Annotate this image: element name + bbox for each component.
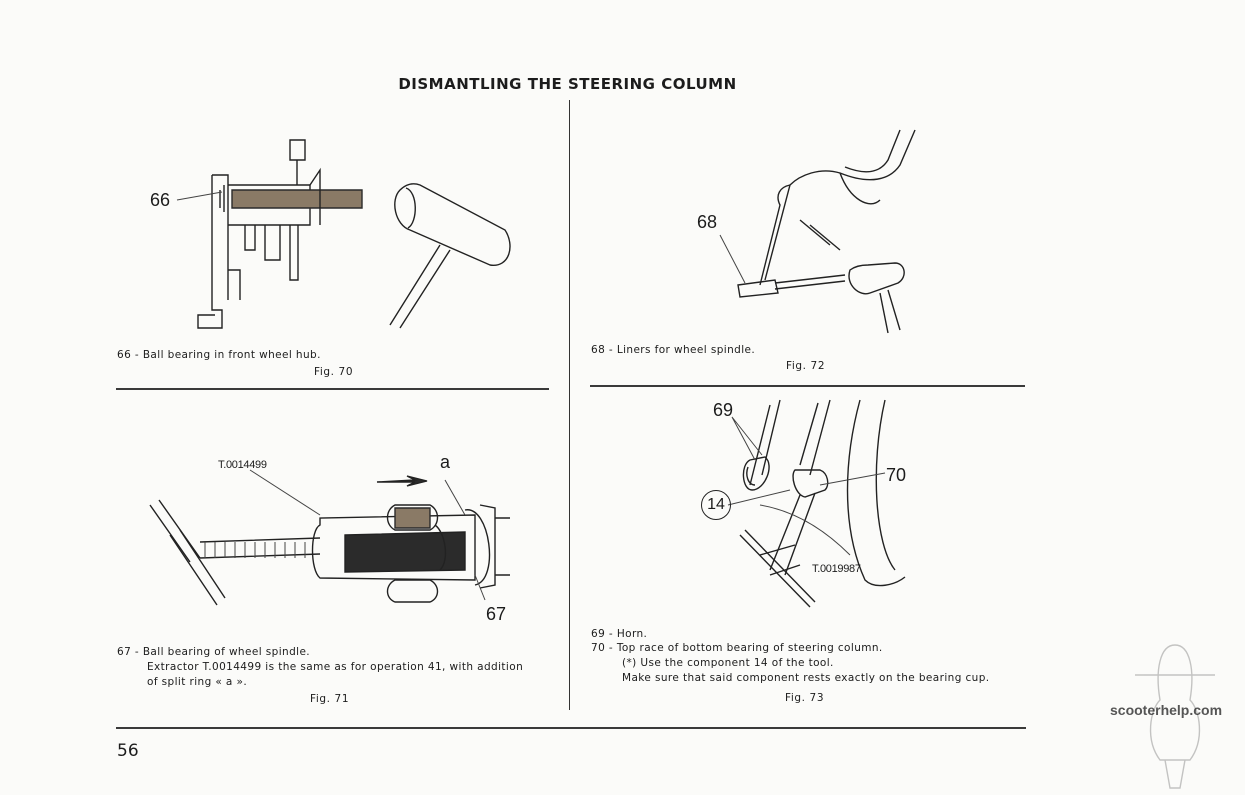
fig72-illustration (719, 129, 916, 334)
fig70-label: Fig. 70 (314, 366, 354, 378)
fig73-callout-69: 69 (713, 400, 734, 420)
page-number: 56 (117, 741, 139, 761)
fig71-caption-line2: Extractor T.0014499 is the same as for o… (147, 661, 524, 673)
fig73-illustration (727, 399, 906, 608)
fig73-tool-label: T.0019987 (812, 563, 861, 575)
scooter-logo (1135, 644, 1215, 789)
fig70-caption: 66 - Ball bearing in front wheel hub. (117, 349, 321, 361)
fig73-caption-line1: 69 - Horn. (591, 628, 648, 640)
divider-right-top (590, 385, 1025, 387)
fig71-tool-label: T.0014499 (218, 459, 267, 471)
fig72-caption: 68 - Liners for wheel spindle. (591, 344, 756, 356)
fig71-caption-line3: of split ring « a ». (147, 676, 248, 688)
fig70-callout: 66 (150, 190, 171, 210)
divider-left-top (116, 388, 549, 390)
fig71-callout-a: a (440, 452, 451, 472)
fig71-callout: 67 (486, 604, 507, 624)
fig72-callout: 68 (697, 212, 718, 232)
column-divider (569, 100, 570, 710)
watermark: scooterhelp.com (1110, 702, 1223, 718)
fig71-label: Fig. 71 (310, 693, 350, 705)
fig73-caption-line4: Make sure that said component rests exac… (622, 672, 990, 684)
fig71-caption-line1: 67 - Ball bearing of wheel spindle. (117, 646, 311, 658)
fig73-callout-14: 14 (701, 490, 731, 520)
fig73-callout-70: 70 (886, 465, 907, 485)
fig73-label: Fig. 73 (785, 692, 825, 704)
fig70-illustration (176, 139, 511, 329)
divider-bottom (116, 727, 1026, 729)
fig71-illustration (149, 469, 510, 606)
fig72-label: Fig. 72 (786, 360, 826, 372)
fig73-caption-line3: (*) Use the component 14 of the tool. (622, 657, 834, 669)
page-title: DISMANTLING THE STEERING COLUMN (398, 75, 737, 93)
fig73-caption-line2: 70 - Top race of bottom bearing of steer… (591, 642, 883, 654)
